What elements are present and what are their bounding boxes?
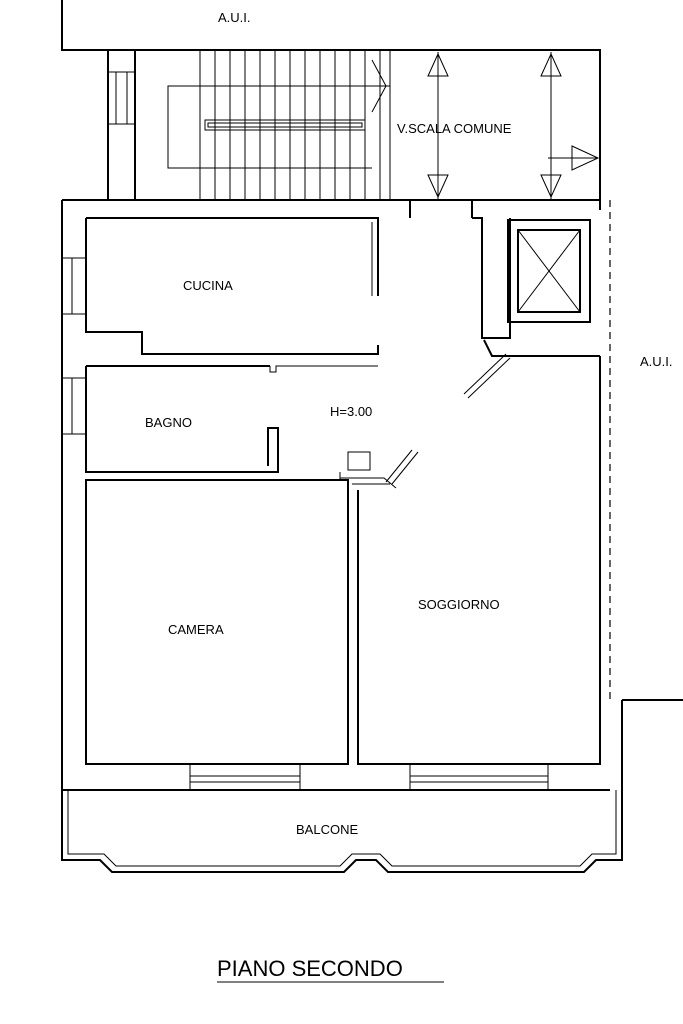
stair-arrow-2 <box>540 52 562 200</box>
window-cucina <box>61 257 87 315</box>
label-soggiorno: SOGGIORNO <box>418 597 500 612</box>
label-aui-right: A.U.I. <box>640 354 673 369</box>
right-boundary-dashed <box>599 200 611 700</box>
window-bagno <box>61 377 87 435</box>
stairwell <box>107 49 601 201</box>
label-balcone: BALCONE <box>296 822 358 837</box>
label-aui-top: A.U.I. <box>218 10 251 25</box>
room-bagno <box>85 365 378 473</box>
room-camera <box>85 472 349 765</box>
label-bagno: BAGNO <box>145 415 192 430</box>
apartment-outer-walls <box>61 199 610 791</box>
label-camera: CAMERA <box>168 622 224 637</box>
label-height: H=3.00 <box>330 404 372 419</box>
entrance-door <box>463 339 600 399</box>
lift-shaft <box>472 217 591 339</box>
balcony <box>61 790 623 873</box>
right-neighbour-outline <box>621 699 683 790</box>
stair-arrow-1 <box>427 52 449 200</box>
stair-landing-bar <box>204 59 387 131</box>
stair-arrow-3 <box>548 145 600 171</box>
room-soggiorno <box>340 356 601 765</box>
label-cucina: CUCINA <box>183 278 233 293</box>
label-stair: V.SCALA COMUNE <box>397 121 512 136</box>
room-cucina <box>85 217 379 355</box>
balcony-openings <box>189 764 549 790</box>
plan-title: PIANO SECONDO <box>217 956 403 981</box>
top-neighbour-outline <box>61 0 135 200</box>
